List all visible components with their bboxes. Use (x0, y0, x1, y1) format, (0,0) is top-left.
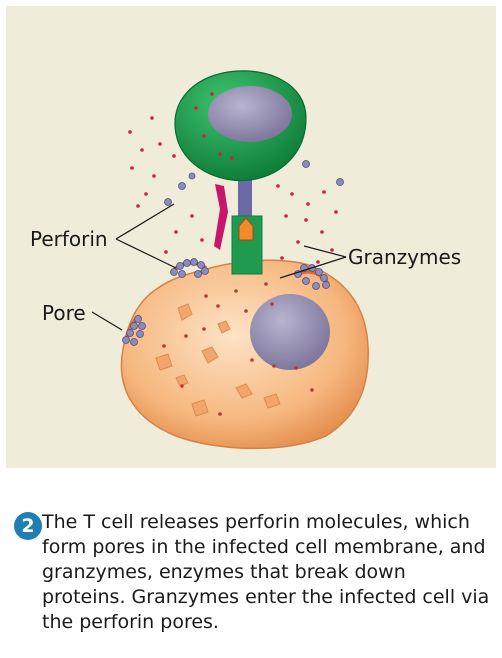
caption: 2 The T cell releases perforin molecules… (14, 510, 494, 635)
step-number-badge: 2 (14, 512, 42, 540)
perforin-leader-upper (115, 203, 175, 240)
cell-fragments (155, 303, 281, 417)
caption-text: The T cell releases perforin molecules, … (42, 511, 490, 633)
internal-granzymes (162, 282, 314, 416)
granzymes-leader-upper (303, 245, 347, 258)
pore-top (170, 258, 209, 278)
perforin-molecules (164, 160, 344, 206)
infected-cell-nucleus (250, 294, 330, 370)
pore-left (122, 314, 146, 346)
antigen-fragment (238, 217, 254, 241)
granzymes-leader-lower (279, 256, 347, 279)
perforin-leader-lower (115, 238, 177, 269)
infected-cell (120, 259, 369, 450)
granzymes-particles (128, 116, 338, 264)
mhc-molecule (214, 184, 228, 250)
t-cell-nucleus (208, 86, 292, 142)
figure-panel: Perforin Pore Granzymes (6, 6, 496, 468)
pore-leader (91, 311, 123, 331)
t-cell (174, 70, 307, 182)
pore-label: Pore (42, 301, 86, 325)
perforin-label: Perforin (30, 227, 108, 251)
cell-diagram: Perforin Pore Granzymes (30, 70, 461, 450)
granzymes-label: Granzymes (348, 245, 461, 269)
